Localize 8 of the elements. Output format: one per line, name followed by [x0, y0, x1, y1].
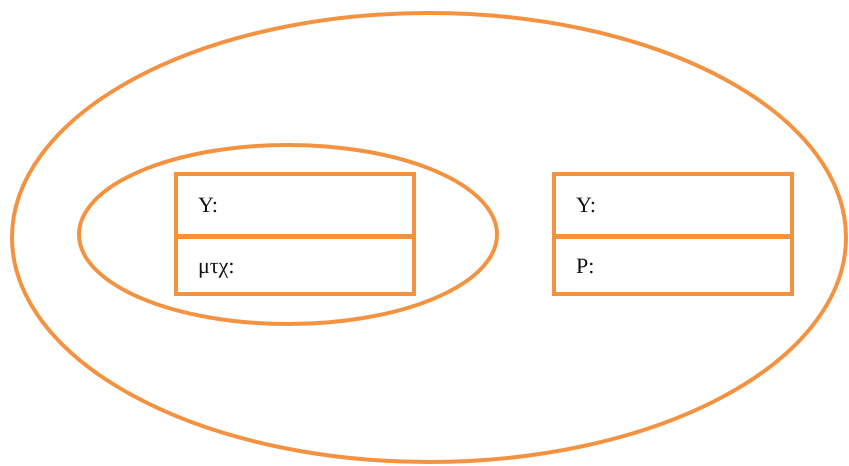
record-box: [174, 172, 416, 296]
field-label: P:: [576, 252, 594, 278]
field-label: μτχ:: [198, 252, 235, 278]
field-label: Y:: [576, 192, 596, 218]
field-label: Y:: [198, 192, 218, 218]
ellipse-outline: [77, 143, 499, 326]
ellipse-outline: [10, 11, 848, 464]
record-box: [552, 172, 794, 296]
